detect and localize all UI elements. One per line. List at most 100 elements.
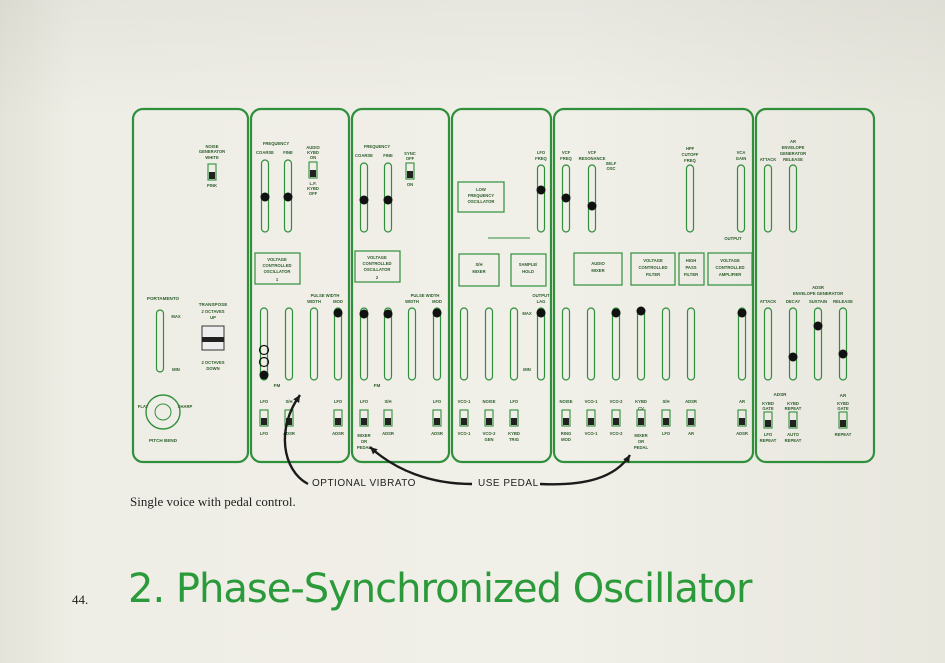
slider-track	[432, 307, 442, 381]
panel-label: VCO-2	[610, 399, 623, 404]
module-outline	[249, 107, 351, 464]
switch-lever	[209, 172, 215, 179]
panel-label: CONTROLLED	[362, 261, 391, 266]
module-box	[707, 252, 753, 286]
vibrato-arrow	[283, 394, 309, 486]
switch	[661, 409, 671, 427]
slider-knob	[611, 308, 621, 318]
panel-label: OSC	[606, 166, 615, 171]
panel-label: TRIG	[509, 437, 519, 442]
panel-label: VOLTAGE	[267, 257, 287, 262]
panel-label: RELEASE	[783, 157, 803, 162]
pedal-arrow-left	[369, 446, 473, 486]
slider-knob	[333, 308, 343, 318]
use-pedal-label: USE PEDAL	[478, 478, 539, 489]
panel-label: FREQUENCY	[364, 144, 390, 149]
module-m2	[249, 107, 351, 464]
panel-label: ADSR	[812, 285, 824, 290]
panel-label: LFO	[764, 432, 773, 437]
module-outline	[552, 107, 755, 464]
panel-label: MOD	[333, 299, 343, 304]
switch-lever	[335, 418, 341, 425]
panel-label: GATE	[762, 406, 774, 411]
slider-knob	[260, 192, 270, 202]
optional-vibrato-label: OPTIONAL VIBRATO	[312, 478, 416, 489]
switch-lever	[790, 420, 796, 427]
slider-knob	[383, 309, 393, 319]
panel-label: ENVELOPE GENERATOR	[793, 291, 843, 296]
slider-track	[611, 307, 621, 381]
slider-track	[763, 307, 773, 381]
switch	[333, 409, 343, 427]
slider-track	[407, 307, 417, 381]
slider-knob	[536, 185, 546, 195]
switch-lever	[361, 418, 367, 425]
slider-knob	[561, 193, 571, 203]
panel-label: MIXER	[634, 433, 647, 438]
panel-label: CUTOFF	[682, 152, 699, 157]
section-heading: 2. Phase-Synchronized Oscillator	[128, 566, 752, 612]
panel-label: VCO-2	[610, 431, 623, 436]
panel-label: PINK	[207, 183, 217, 188]
panel-label: OSCILLATOR	[264, 269, 291, 274]
fm-knob	[258, 356, 270, 368]
switch-lever	[310, 170, 316, 177]
panel-label: VCO-1	[585, 431, 598, 436]
panel-label: ENVELOPE	[782, 145, 805, 150]
panel-label: ADSR	[283, 431, 295, 436]
slider-knob	[737, 308, 747, 318]
panel-label: LFO	[334, 399, 343, 404]
panel-label: FM	[274, 383, 281, 388]
panel-label: CV	[638, 406, 644, 411]
module-box	[678, 252, 705, 286]
panel-label: VCO-1	[585, 399, 598, 404]
slider-track	[284, 307, 294, 381]
page-number: 44.	[72, 592, 89, 607]
slider-track	[536, 307, 546, 381]
fm-knob	[258, 344, 270, 356]
pedal-arrowhead-left	[370, 447, 378, 455]
slider-knob	[636, 306, 646, 316]
synth-modules: NOISEGENERATORWHITEPINKPORTAMENTOMAXMINT…	[131, 107, 876, 464]
panel-label: UP	[210, 315, 216, 320]
switch-lever	[613, 418, 619, 425]
panel-label: PITCH BEND	[149, 438, 178, 443]
module-box	[457, 181, 505, 213]
module-outline	[450, 107, 553, 464]
switch	[405, 162, 415, 180]
slider-track	[737, 307, 747, 381]
panel-label: ON	[407, 182, 413, 187]
transpose-lever	[202, 337, 224, 342]
pitch-bend-knob	[145, 394, 181, 430]
module-outline	[754, 107, 876, 464]
panel-label: GATE	[837, 406, 849, 411]
panel-label: 2 OCTAVES	[201, 309, 224, 314]
slider-track	[586, 307, 596, 381]
switch-lever	[638, 418, 644, 425]
patch-arrows	[283, 394, 632, 486]
panel-label: MAX	[171, 314, 181, 319]
panel-label: VCO-1	[458, 431, 471, 436]
panel-label: MOD	[561, 437, 571, 442]
switch	[737, 409, 747, 427]
module-box	[354, 250, 401, 283]
switch-lever	[511, 418, 517, 425]
slider-knob	[838, 349, 848, 359]
panel-label: REPEAT	[785, 406, 802, 411]
switch	[788, 411, 798, 429]
panel-label: LAG	[537, 299, 546, 304]
switch	[561, 409, 571, 427]
panel-label: MIN	[172, 367, 180, 372]
slider-knob	[432, 308, 442, 318]
panel-label: FREQ	[560, 156, 572, 161]
panel-label: MIN	[523, 367, 531, 372]
switch	[284, 409, 294, 427]
panel-label: MIXER	[472, 269, 485, 274]
panel-label: SHARP	[178, 404, 193, 409]
panel-label: KYBD	[635, 399, 647, 404]
panel-label: ADSR	[736, 431, 748, 436]
panel-label: HIGH	[686, 258, 696, 263]
panel-label: OR	[361, 439, 367, 444]
panel-label: AR	[739, 399, 745, 404]
